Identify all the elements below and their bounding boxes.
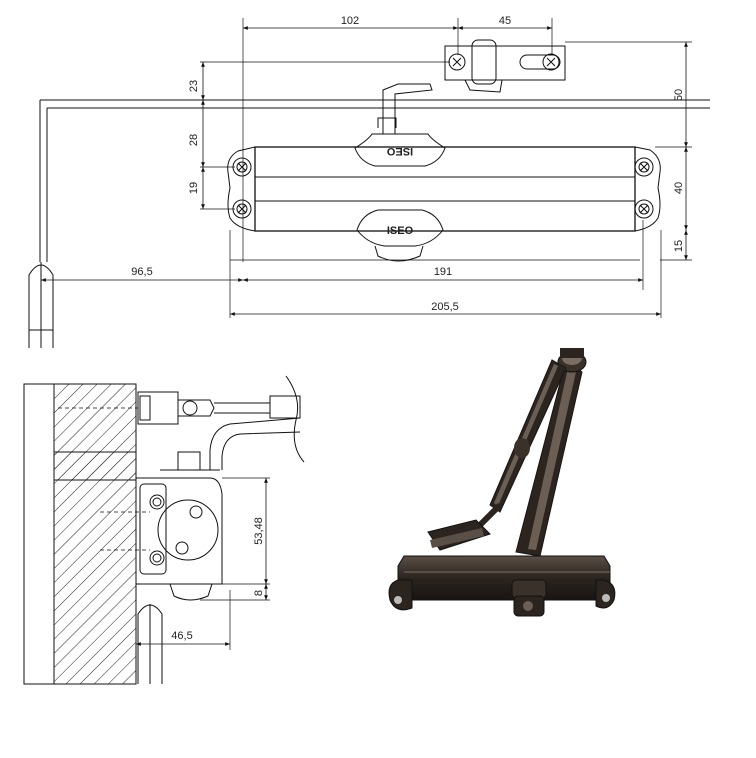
- side-bracket: [137, 391, 179, 425]
- dim-bracket-slot: 45: [499, 15, 511, 27]
- logo-plate-bottom: [356, 209, 444, 247]
- dim-arm-length: 102: [341, 15, 359, 27]
- bracket: [444, 45, 566, 81]
- dim-bottom-offset: 15: [673, 240, 685, 252]
- screw-icon: [448, 53, 466, 71]
- dim-hole-spacing-h: 191: [434, 266, 452, 278]
- dim-body-height: 40: [673, 182, 685, 194]
- brand-label: ISEO: [387, 225, 414, 237]
- break-curve: [285, 375, 305, 463]
- dim-body-to-bracket: 28: [188, 134, 200, 146]
- dim-overall-length: 205,5: [431, 301, 459, 313]
- body-left-cap: [227, 146, 256, 232]
- dim-side-height: 53,48: [253, 517, 265, 545]
- body-right-cap: [634, 146, 661, 232]
- dim-side-bottom: 8: [253, 590, 265, 596]
- side-pinion: [157, 499, 219, 561]
- frame-outline: [39, 99, 710, 262]
- side-body: [135, 477, 223, 585]
- arm: [382, 83, 433, 134]
- dim-overall-height: 50: [673, 89, 685, 101]
- dim-bracket-to-body: 23: [188, 80, 200, 92]
- product-illustration: [388, 348, 616, 617]
- dim-hinge-to-body: 96,5: [131, 266, 152, 278]
- brand-mirrored-label: ISEO: [386, 145, 413, 157]
- dim-side-offset: 46,5: [171, 630, 192, 642]
- top-view: [28, 18, 710, 348]
- screw-icon: [542, 53, 560, 71]
- logo-plate-top: [354, 133, 446, 167]
- dim-hole-spacing-v: 19: [188, 182, 200, 194]
- side-view: [23, 375, 305, 685]
- side-arm: [214, 402, 271, 414]
- screw-icon: [232, 157, 252, 177]
- door-section: [53, 451, 137, 685]
- screw-icon: [634, 199, 654, 219]
- screw-icon: [232, 199, 252, 219]
- adjust-knob: [374, 245, 424, 262]
- screw-icon: [634, 157, 654, 177]
- closer-body-top: [254, 146, 636, 232]
